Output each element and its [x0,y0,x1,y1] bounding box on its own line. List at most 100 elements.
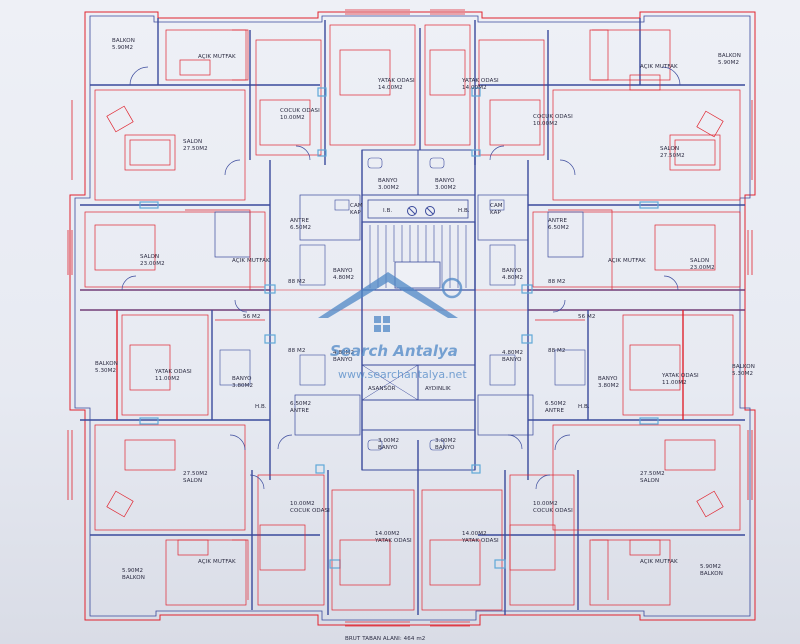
room-label-area-56-r: 56 M2 [578,314,596,320]
room-label-area-88-ul: 88 M2 [288,279,306,285]
room-label-antre-ll: 6.50M2 [290,401,311,407]
stair-core [361,149,476,471]
room-label-banyo-lc-l: BANYO [333,357,353,363]
room-label-yatak-tr: 14.00M2 [462,85,487,91]
room-label-antre-ur: ANTRE [548,218,567,224]
room-label-cam-ul: KAP [350,210,361,216]
room-label-mutfak-br: AÇIK MUTFAK [640,559,678,565]
room-label-cocuk-tl: COCUK ODASI [280,108,320,114]
room-label-cocuk-bl: COCUK ODASI [290,508,330,514]
room-label-mutfak-ml: AÇIK MUTFAK [232,258,270,264]
room-label-area-88-lr: 88 M2 [548,348,566,354]
room-label-balkon-ml: BALKON [95,361,118,367]
room-label-banyo-cl: BANYO [333,268,353,274]
room-label-yatak-tr: YATAK ODASI [461,78,499,84]
bathroom-fixtures [219,157,586,451]
room-label-antre-ul: ANTRE [290,218,309,224]
room-label-banyo-bot-r: 3.00M2 [435,438,456,444]
room-label-cocuk-br: COCUK ODASI [533,508,573,514]
room-label-yatak-bl: YATAK ODASI [374,538,412,544]
room-label-salon-tr: 27.50M2 [660,153,685,159]
room-label-balkon-ml: 5.30M2 [95,368,116,374]
room-label-salon-br: 27.50M2 [640,471,665,477]
room-label-mutfak-tr: AÇIK MUTFAK [640,64,678,70]
room-label-yatak-br: YATAK ODASI [461,538,499,544]
kitchen-counters [185,29,613,600]
room-label-salon-bl: 27.50M2 [183,471,208,477]
room-label-balkon-tr: BALKON [718,53,741,59]
room-label-mutfak-bl: AÇIK MUTFAK [198,559,236,565]
room-label-yatak-mr: 11.00M2 [662,380,687,386]
room-label-salon-bl: SALON [183,478,202,484]
room-label-salon-br: SALON [640,478,659,484]
room-label-banyo-cr: BANYO [502,268,522,274]
column-markers [139,87,659,569]
room-label-balkon-mr: BALKON [732,364,755,370]
room-label-cocuk-br: 10.00M2 [533,501,558,507]
inner-red-lines [84,24,741,611]
watermark-location-icon [441,277,463,299]
watermark-roof-icon [318,272,458,318]
room-label-antre-ll: ANTRE [290,408,309,414]
watermark-name: Search Antalya [330,342,458,360]
room-label-yatak-mr: YATAK ODASI [661,373,699,379]
room-label-salon-mr: SALON [690,258,709,264]
room-label-banyo-cr: 4.80M2 [502,275,523,281]
room-label-asansor: ASANSÖR [368,385,396,392]
room-label-yatak-bl: 14.00M2 [375,531,400,537]
watermark-url: www.searchantalya.net [338,368,467,381]
door-swings [121,66,681,490]
room-label-hb-r: H.B. [578,404,590,410]
plan-footer-caption: BRUT TABAN ALANI: 464 m2 [345,636,425,642]
room-label-mutfak-tl: AÇIK MUTFAK [198,54,236,60]
room-label-banyo-top-l: BANYO [378,178,398,184]
room-label-ib: I.B. [383,208,392,214]
room-label-area-56-l: 56 M2 [243,314,261,320]
watermark-window-icon [374,316,381,323]
room-label-cocuk-tl: 10.00M2 [280,115,305,121]
room-label-balkon-mr: 5.30M2 [732,371,753,377]
room-label-yatak-ml: YATAK ODASI [154,369,192,375]
room-label-salon-tr: SALON [660,146,679,152]
room-label-balkon-bl: BALKON [122,575,145,581]
room-label-banyo-bot-r: BANYO [435,445,455,451]
room-label-banyo-bot-l: BANYO [378,445,398,451]
room-label-yatak-br: 14.00M2 [462,531,487,537]
furniture [94,49,724,586]
room-label-balkon-br: BALKON [700,571,723,577]
room-label-cam-ur: CAM [490,203,503,209]
room-label-salon-tl: SALON [183,139,202,145]
room-label-yatak-ml: 11.00M2 [155,376,180,382]
room-label-balkon-tl: 5.90M2 [112,45,133,51]
room-label-banyo-lc-r: BANYO [502,357,522,363]
room-label-yatak-tl: YATAK ODASI [377,78,415,84]
room-label-salon-mr: 23.00M2 [690,265,715,271]
room-label-banyo-bot-l: 3.00M2 [378,438,399,444]
room-label-hb-l: H.B. [255,404,267,410]
room-label-balkon-tr: 5.90M2 [718,60,739,66]
division-walls [80,84,745,536]
room-label-antre-lr: ANTRE [545,408,564,414]
room-label-area-88-ur: 88 M2 [548,279,566,285]
room-label-banyo-mr: BANYO [598,376,618,382]
room-label-banyo-cl: 4.80M2 [333,275,354,281]
room-label-balkon-bl: 5.90M2 [122,568,143,574]
room-label-cocuk-tr: COCUK ODASI [533,114,573,120]
room-label-salon-ml: SALON [140,254,159,260]
room-label-banyo-mr: 3.80M2 [598,383,619,389]
room-label-salon-ml: 23.00M2 [140,261,165,267]
room-label-hb-top: H.B. [458,208,470,214]
room-label-cam-ul: CAM [350,203,363,209]
room-label-banyo-top-l: 3.00M2 [378,185,399,191]
room-label-cocuk-tr: 10.00M2 [533,121,558,127]
room-label-balkon-br: 5.90M2 [700,564,721,570]
room-label-cocuk-bl: 10.00M2 [290,501,315,507]
room-label-antre-lr: 6.50M2 [545,401,566,407]
room-label-antre-ul: 6.50M2 [290,225,311,231]
watermark: Search Antalya www.searchantalya.net [318,272,467,381]
windows [67,9,753,627]
room-label-banyo-top-r: BANYO [435,178,455,184]
room-label-banyo-lc-r: 4.80M2 [502,350,523,356]
